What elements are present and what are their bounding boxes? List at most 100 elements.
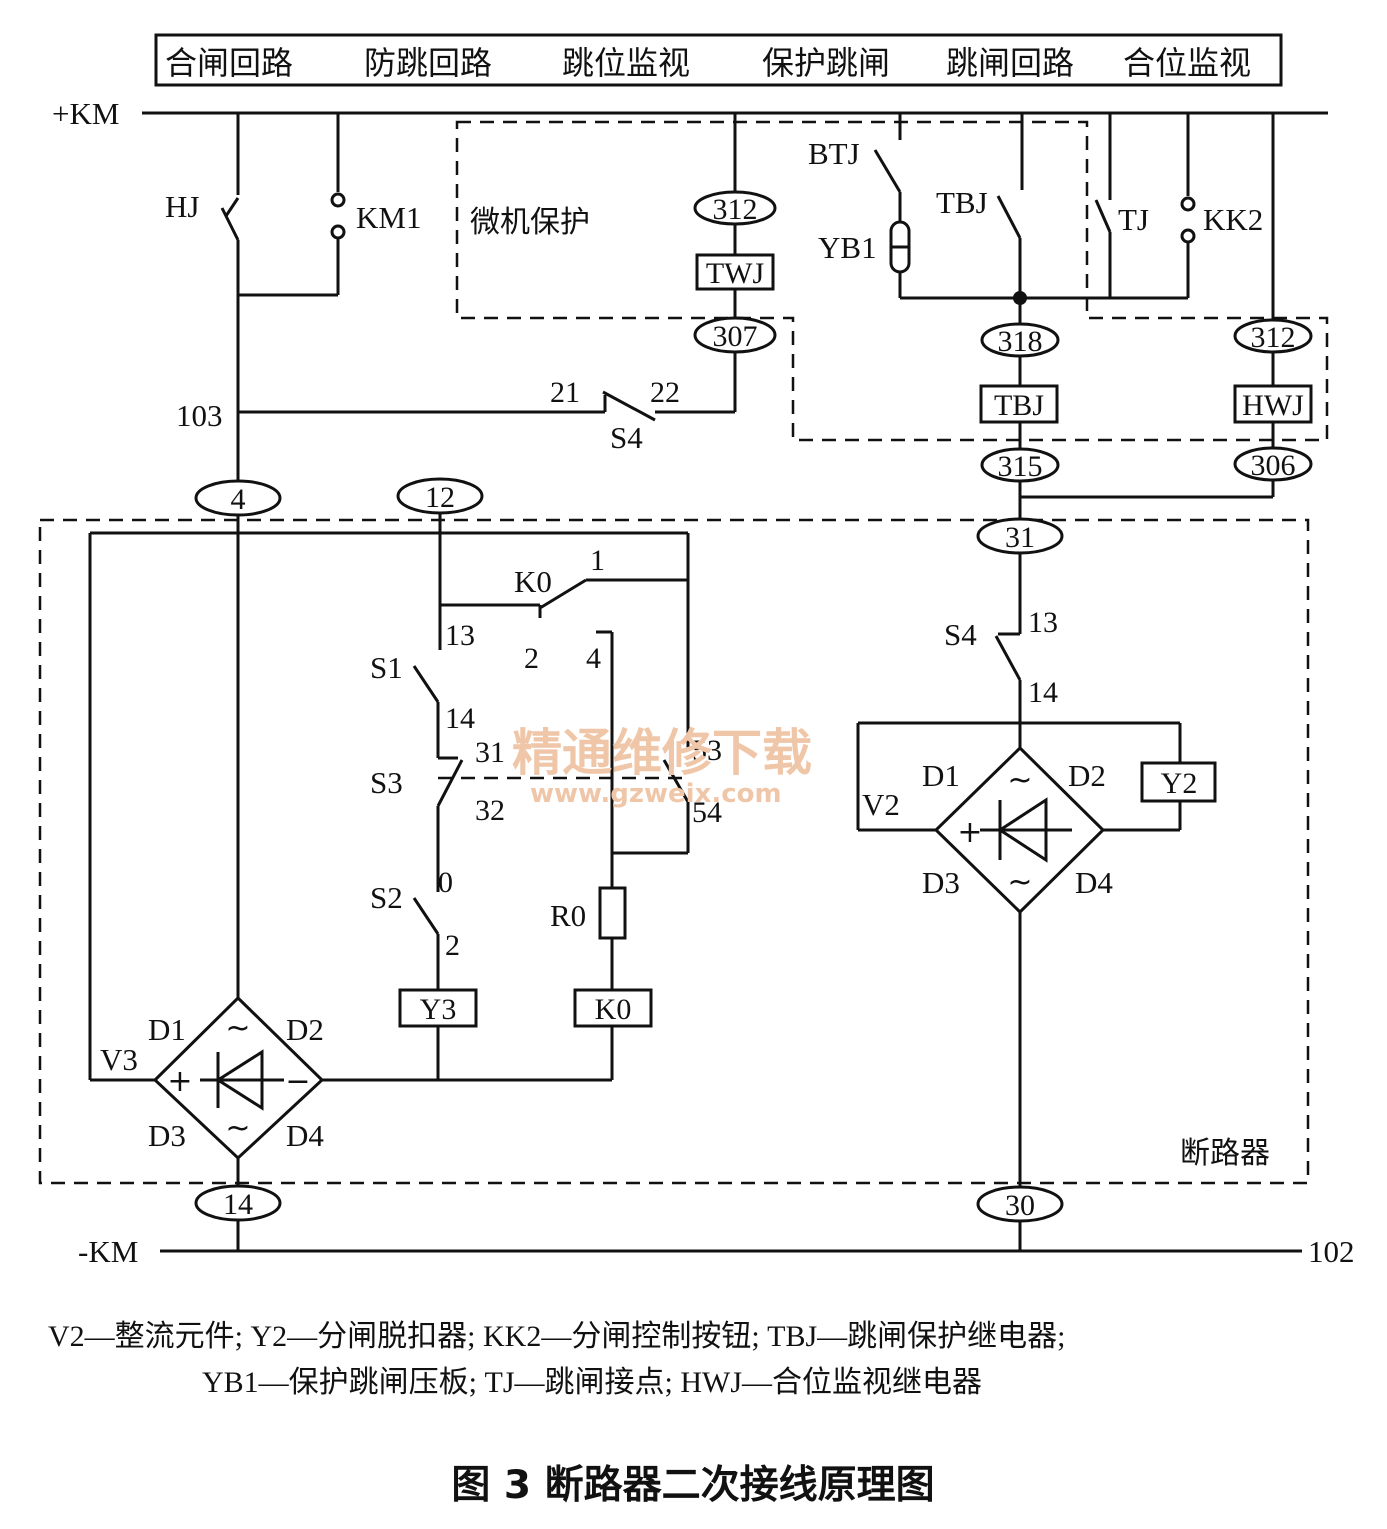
- node-103-label: 103: [176, 398, 223, 433]
- yb1-label: YB1: [818, 230, 877, 265]
- svg-text:+: +: [957, 815, 982, 850]
- hj-contact: [224, 197, 240, 217]
- svg-text:D4: D4: [286, 1118, 324, 1153]
- svg-text:30: 30: [1005, 1189, 1035, 1222]
- header-close-circuit: 合闸回路: [165, 44, 293, 82]
- s3-pin-31: 31: [475, 736, 505, 769]
- s1-pin-14: 14: [445, 702, 475, 735]
- svg-text:D3: D3: [922, 865, 960, 900]
- svg-text:312: 312: [713, 193, 758, 226]
- tj-contact: [1094, 199, 1112, 233]
- s1-label: S1: [370, 650, 403, 685]
- svg-text:−: −: [285, 1064, 310, 1099]
- svg-text:HWJ: HWJ: [1242, 389, 1304, 422]
- s3-contact: [436, 759, 464, 807]
- k0-relay: [573, 988, 653, 1028]
- contact-53-54: [662, 759, 690, 803]
- svg-text:D4: D4: [1075, 865, 1113, 900]
- svg-text:~: ~: [225, 1111, 250, 1146]
- s2-pin-0: 0: [438, 866, 453, 899]
- k0-pin-2: 2: [524, 642, 539, 675]
- svg-text:306: 306: [1251, 449, 1296, 482]
- svg-text:TWJ: TWJ: [706, 257, 765, 290]
- header-protection-trip: 保护跳闸: [762, 44, 890, 82]
- figure-caption: 图 3 断路器二次接线原理图: [451, 1463, 934, 1508]
- twj-relay: [695, 253, 775, 291]
- s4-pin-22: 22: [650, 376, 680, 409]
- tbj-contact: [996, 195, 1022, 239]
- header-anti-pump: 防跳回路: [364, 44, 492, 82]
- svg-text:D1: D1: [922, 758, 960, 793]
- hj-label: HJ: [165, 189, 199, 224]
- svg-text:315: 315: [998, 450, 1043, 483]
- v3-label: V3: [100, 1042, 138, 1077]
- watermark-text: 精通维修下载: [512, 724, 812, 782]
- neg-rail-label: -KM: [78, 1234, 138, 1269]
- header-close-monitor: 合位监视: [1123, 44, 1251, 82]
- svg-text:~: ~: [1007, 865, 1032, 900]
- legend-line-2: YB1—保护跳闸压板; TJ—跳闸接点; HWJ—合位监视继电器: [202, 1366, 982, 1399]
- s4-pin-21: 21: [550, 376, 580, 409]
- kk2-contact-bottom: [1180, 228, 1196, 244]
- contact-pin-53: 53: [692, 734, 722, 767]
- watermark-url: www.gzweix.com: [530, 779, 782, 809]
- svg-text:K0: K0: [595, 993, 632, 1026]
- s2-contact: [412, 897, 440, 935]
- s4-lower-label: S4: [944, 617, 977, 652]
- legend-line-1: V2—整流元件; Y2—分闸脱扣器; KK2—分闸控制按钮; TBJ—跳闸保护继…: [48, 1320, 1066, 1353]
- svg-text:~: ~: [225, 1011, 250, 1046]
- btj-contact: [873, 149, 902, 193]
- neg-rail-number: 102: [1308, 1234, 1355, 1269]
- protection-region-label: 微机保护: [470, 205, 590, 240]
- btj-label: BTJ: [808, 136, 860, 171]
- svg-text:TBJ: TBJ: [994, 389, 1044, 422]
- header-box: [154, 33, 1283, 87]
- svg-text:Y3: Y3: [420, 993, 457, 1026]
- r0-label: R0: [550, 898, 586, 933]
- km1-contact-bottom: [330, 224, 346, 240]
- s3-pin-32: 32: [475, 794, 505, 827]
- s4-pin-13: 13: [1028, 606, 1058, 639]
- tbj-contact-label: TBJ: [936, 185, 988, 220]
- svg-text:D1: D1: [148, 1012, 186, 1047]
- kk2-label: KK2: [1203, 202, 1263, 237]
- svg-text:~: ~: [1007, 763, 1032, 798]
- s1-pin-13: 13: [445, 619, 475, 652]
- breaker-region: [38, 518, 1310, 1185]
- svg-text:Y2: Y2: [1161, 767, 1198, 800]
- km1-label: KM1: [356, 200, 421, 235]
- svg-text:312: 312: [1251, 321, 1296, 354]
- header-trip-monitor: 跳位监视: [562, 44, 690, 82]
- header-trip-circuit: 跳闸回路: [946, 44, 1074, 82]
- svg-text:307: 307: [713, 320, 758, 353]
- svg-text:31: 31: [1005, 521, 1035, 554]
- svg-text:12: 12: [425, 481, 455, 514]
- k0-pin-4: 4: [586, 642, 601, 675]
- s4-contact-upper: [602, 390, 656, 422]
- hwj-relay: [1233, 384, 1313, 424]
- k0-contact-label: K0: [514, 564, 552, 599]
- k0-pin-1: 1: [590, 544, 605, 577]
- s2-pin-2: 2: [445, 929, 460, 962]
- svg-text:D2: D2: [286, 1012, 324, 1047]
- s2-label: S2: [370, 880, 403, 915]
- svg-text:318: 318: [998, 325, 1043, 358]
- s4-upper-label: S4: [610, 420, 643, 455]
- pos-rail-label: +KM: [52, 96, 119, 131]
- svg-text:+: +: [167, 1064, 192, 1099]
- s1-contact: [412, 665, 440, 703]
- s4-contact-lower: [994, 635, 1022, 681]
- resistor-r0: [598, 886, 627, 940]
- s3-label: S3: [370, 765, 403, 800]
- breaker-region-label: 断路器: [1180, 1136, 1270, 1171]
- v2-label: V2: [862, 787, 900, 822]
- kk2-contact-top: [1180, 196, 1196, 212]
- contact-pin-54: 54: [692, 796, 722, 829]
- s4-pin-14: 14: [1028, 676, 1058, 709]
- tbj-relay: [979, 384, 1059, 424]
- svg-text:14: 14: [223, 1188, 253, 1221]
- tj-label: TJ: [1118, 202, 1149, 237]
- svg-text:D3: D3: [148, 1118, 186, 1153]
- km1-contact-top: [330, 192, 346, 208]
